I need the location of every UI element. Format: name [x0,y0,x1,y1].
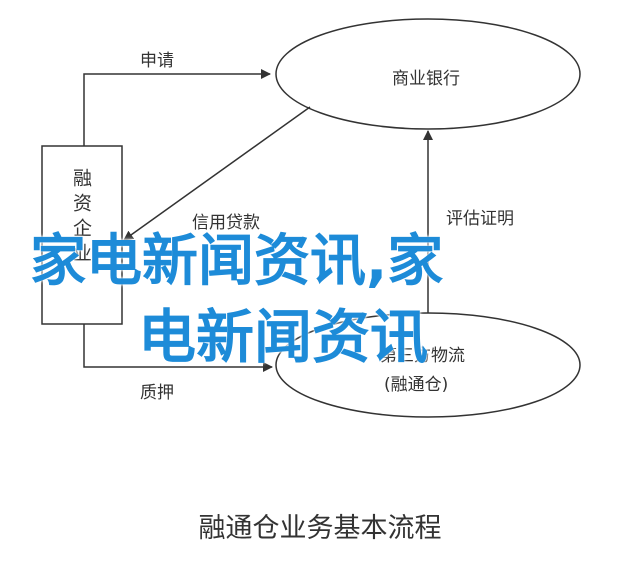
overlay-text-line2: 电新闻资讯 [138,303,429,371]
overlay-text-line1: 家电新闻资讯,家 [30,229,444,294]
bank-label: 商业银行 [392,69,460,89]
pledge-label: 质押 [140,383,174,403]
enterprise-label: 融资企业 [70,168,92,268]
apply-label: 申请 [140,51,174,71]
credit-loan-arrow [123,106,311,241]
third-party-label-line2: (融通仓) [384,375,449,395]
credit-proof-label: 评估证明 [446,209,514,229]
credit-loan-label: 信用贷款 [192,213,260,233]
third-party-label-line1: 第三方物流 [380,346,465,366]
pledge-arrow [83,324,273,372]
apply-arrow [83,69,271,146]
diagram-caption: 融通仓业务基本流程 [198,513,442,544]
enterprise-box [41,145,123,325]
bank-ellipse [275,18,581,130]
